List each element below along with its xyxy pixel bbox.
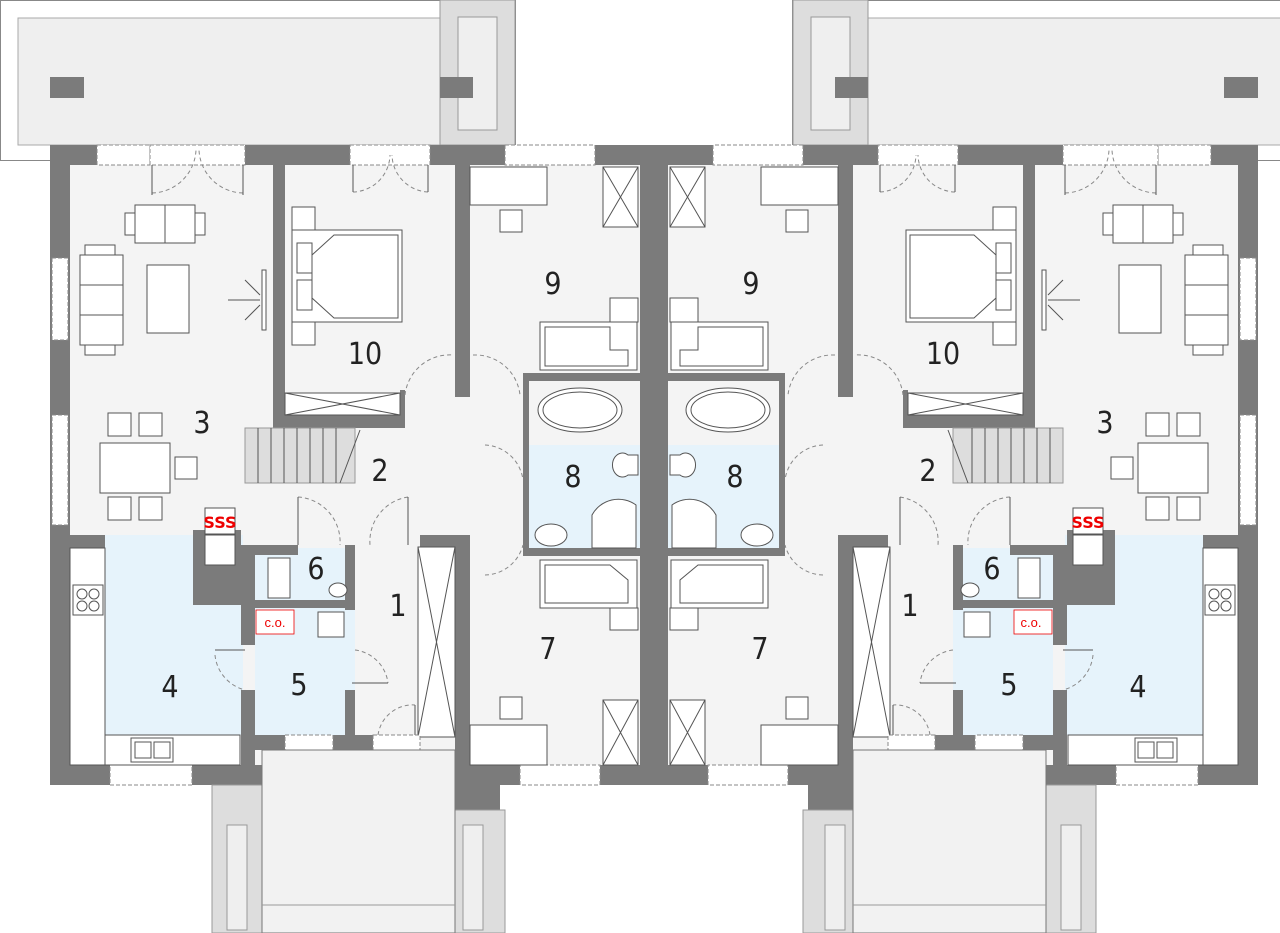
room-1-label: 1 [389,589,406,624]
room-10-label: 10 [348,337,382,372]
boiler-label: c.o. [1021,615,1042,630]
room-4-label: 4 [1129,670,1146,705]
room-7-label: 7 [751,632,768,667]
room-8-label: 8 [564,460,581,495]
room-1-label: 1 [901,589,918,624]
room-6-label: 6 [983,552,1000,587]
room-3-label: 3 [193,406,210,441]
room-2-label: 2 [371,454,388,489]
boiler-label: c.o. [265,615,286,630]
heater-icon: SSS [203,513,236,532]
room-10-label: 10 [926,337,960,372]
room-6-label: 6 [307,552,324,587]
room-4-label: 4 [161,670,178,705]
room-5-label: 5 [290,668,307,703]
heater-icon: SSS [1071,513,1104,532]
room-5-label: 5 [1000,668,1017,703]
unit-left-plan [0,0,655,933]
room-3-label: 3 [1096,406,1113,441]
unit-right-labels: 3 10 9 2 8 6 1 7 4 5 c.o. SSS [726,267,1146,705]
unit-right-plan [653,0,1280,933]
room-2-label: 2 [919,454,936,489]
room-9-label: 9 [742,267,759,302]
unit-left-labels: 3 10 9 2 8 6 1 7 4 5 c.o. SSS [161,267,581,705]
room-8-label: 8 [726,460,743,495]
room-7-label: 7 [539,632,556,667]
room-9-label: 9 [544,267,561,302]
